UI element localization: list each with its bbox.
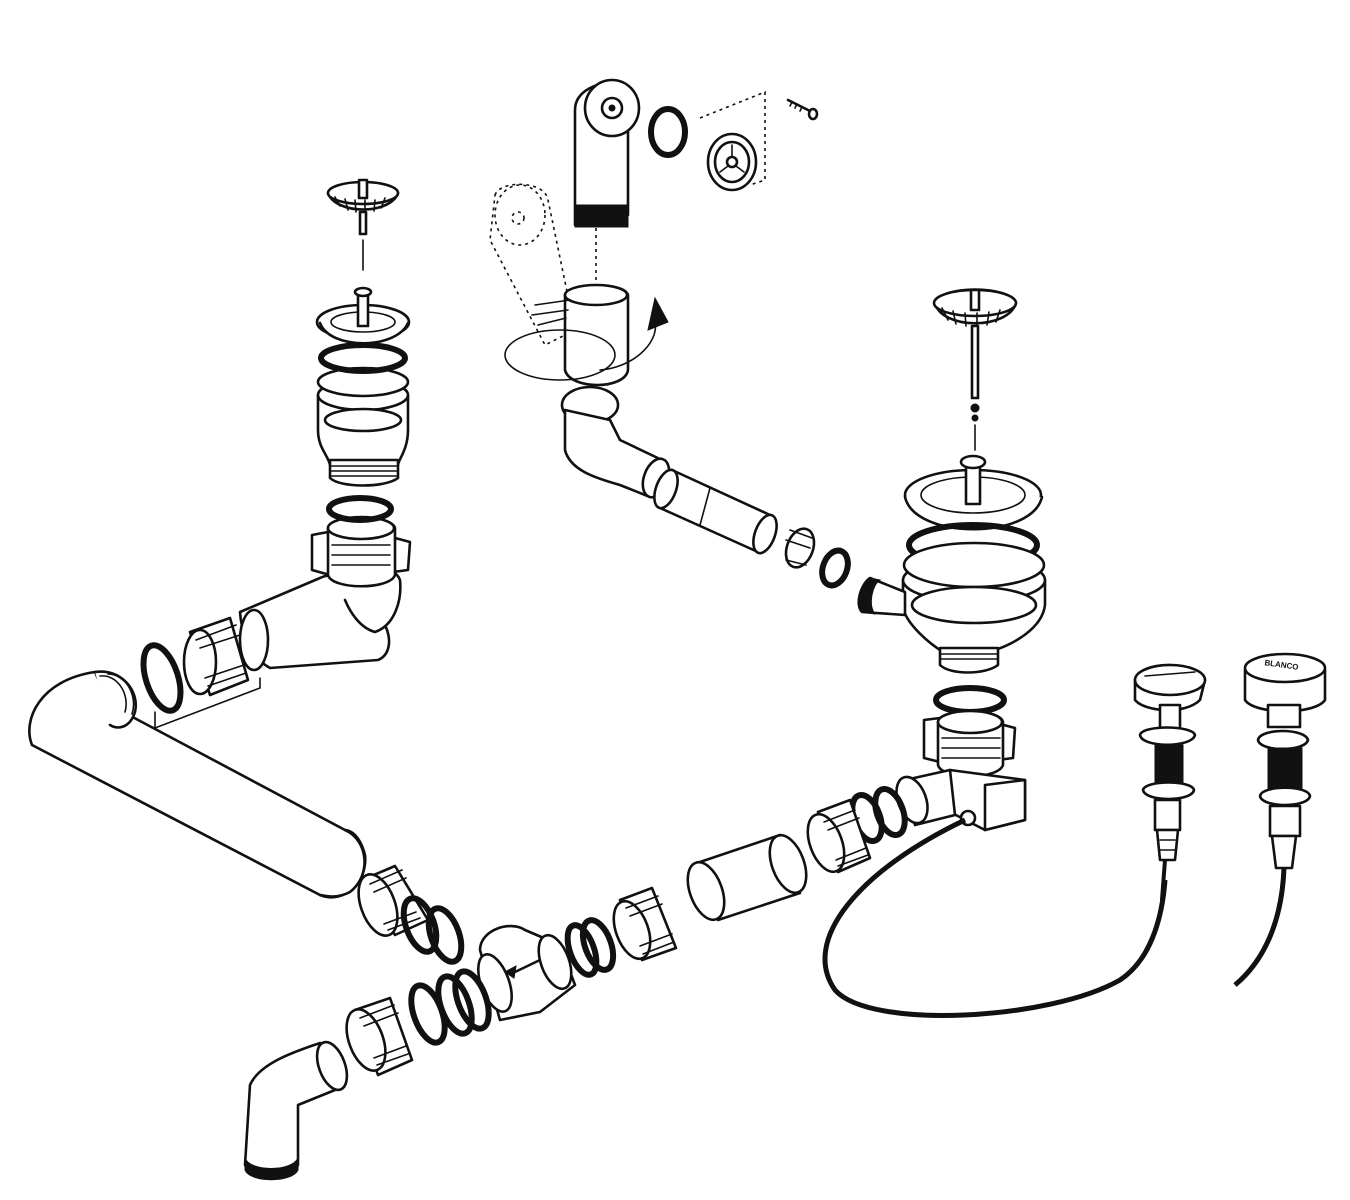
right-basket-plug	[932, 288, 1018, 422]
right-lower-seal-ring	[933, 685, 1007, 715]
center-nut	[612, 886, 678, 962]
right-outlet-tee	[895, 768, 1027, 832]
overflow-seal-ring	[648, 106, 688, 158]
right-strainer-body	[857, 541, 1047, 674]
overflow-small-seal	[819, 547, 851, 589]
center-seal-ring-a	[579, 917, 617, 973]
overflow-small-nut	[784, 527, 816, 569]
tee-outlet-seal-ring-c	[408, 982, 448, 1046]
left-strainer-body	[316, 366, 410, 487]
center-straight-pipe	[686, 833, 808, 922]
center-seal-ring-b	[564, 922, 600, 978]
remote-valve-knob-right: BLANCO	[1243, 652, 1327, 870]
length-bracket	[154, 677, 261, 730]
left-long-pipe	[28, 670, 367, 899]
overflow-grille	[706, 132, 758, 192]
central-tee-junction	[477, 924, 577, 1022]
overflow-elbow-pipe	[560, 385, 671, 499]
right-strainer-flange	[903, 454, 1044, 531]
tee-outlet-seal-ring-a	[452, 968, 492, 1032]
right-mid-nut	[806, 798, 872, 874]
left-knob-cable-stub	[1160, 859, 1167, 901]
rotate-arrow-icon	[647, 296, 669, 331]
bottom-nut	[345, 996, 414, 1077]
left-top-coupling-nut	[310, 515, 412, 588]
long-pipe-seal-ring-b	[425, 905, 465, 965]
overflow-body	[504, 283, 630, 387]
remote-valve-knob-left	[1133, 663, 1207, 862]
right-knob-cable	[1233, 867, 1287, 987]
left-pipe-seal-ring	[140, 642, 184, 714]
left-strainer-flange	[315, 286, 411, 345]
screw-dashed-line	[699, 90, 766, 186]
left-pipe-nut	[182, 616, 250, 697]
bottom-elbow-outlet	[243, 1040, 349, 1181]
rotate-arrow-curve	[599, 319, 657, 371]
overflow-head	[573, 78, 641, 228]
remote-cable	[822, 817, 1168, 1018]
right-coupling-nut	[922, 709, 1017, 778]
overflow-dashed-ghost	[489, 183, 576, 347]
left-top-seal-ring	[326, 495, 394, 523]
long-pipe-nut	[357, 864, 430, 937]
left-strainer-seal-ring	[318, 342, 408, 374]
overflow-mid-pipe	[653, 468, 778, 555]
long-pipe-seal-ring-a	[400, 895, 440, 955]
left-basket-plug	[326, 178, 400, 236]
overflow-screw	[786, 98, 819, 121]
